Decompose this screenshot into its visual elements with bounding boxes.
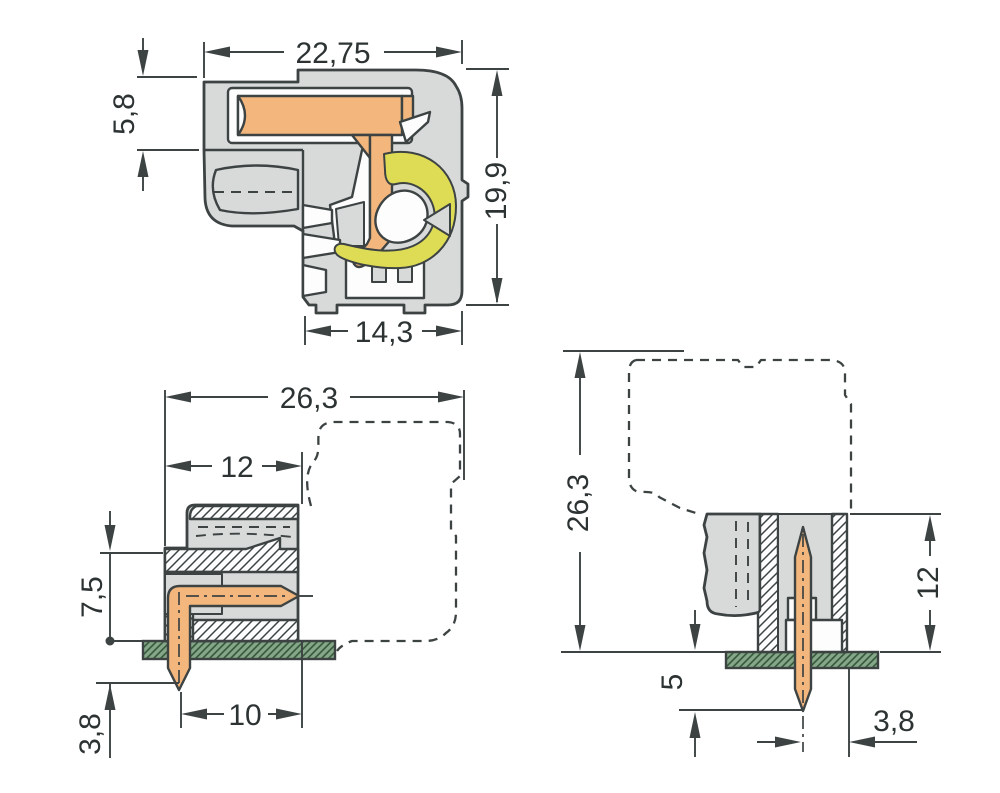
arrowhead <box>104 684 116 710</box>
dim-label: 19,9 <box>480 162 513 220</box>
arrowhead <box>775 736 801 748</box>
solder-pin <box>166 584 301 692</box>
extension-line <box>137 76 199 151</box>
arrowhead <box>137 151 149 177</box>
contact-split-notch <box>398 110 432 144</box>
dim-v2-pin-to-face: 10 <box>180 642 303 732</box>
extension-line <box>180 642 303 728</box>
dim-label: 3,8 <box>74 713 107 755</box>
arrowhead <box>137 50 149 76</box>
dim-v2-pin-below-pcb: 3,8 <box>74 682 179 758</box>
header-base-section <box>191 618 300 643</box>
dim-label: 26,3 <box>562 474 595 532</box>
latch-window-bottom <box>301 263 328 298</box>
arrowhead <box>436 46 462 58</box>
dim-label: 22,75 <box>295 37 370 70</box>
arrowhead <box>491 278 503 304</box>
dim-v3-pin-protrusion: 5 <box>656 610 802 757</box>
arrowhead <box>849 736 875 748</box>
conductor-bar <box>236 94 404 137</box>
view-front-on-pcb: 26,3 12 5 3,8 <box>561 350 945 757</box>
arrowhead <box>204 46 230 58</box>
dim-v3-total-height: 26,3 <box>562 352 595 651</box>
strain-relief-tongue <box>211 164 300 215</box>
dim-label: 14,3 <box>355 316 413 349</box>
dim-v3-pin-offset: 3,8 <box>757 668 917 757</box>
dim-label: 3,8 <box>873 705 915 738</box>
extension-line <box>466 68 509 306</box>
arrowhead <box>165 460 191 472</box>
arrowhead <box>574 625 586 651</box>
dim-label: 5,8 <box>108 93 141 135</box>
dim-v2-header-depth: 12 <box>165 451 303 504</box>
dim-label: 10 <box>228 699 261 732</box>
dim-v1-bottom-width: 14,3 <box>304 311 463 349</box>
spring-loop-opening <box>374 189 429 244</box>
arrowhead <box>491 70 503 96</box>
header-hidden-line <box>195 532 293 538</box>
wire-entry-funnel <box>236 94 247 137</box>
header-top-section <box>188 504 300 521</box>
dim-label: 12 <box>220 451 253 484</box>
mating-connector-dashed-outline <box>636 358 853 513</box>
dim-v2-height-above-pcb: 7,5 <box>76 511 163 646</box>
mating-connector-dashed-outline <box>306 420 462 652</box>
arrowhead <box>924 515 936 541</box>
arrowhead <box>305 325 331 337</box>
arrowhead <box>276 460 302 472</box>
header-hidden-line <box>735 521 749 607</box>
spring-notch-wedge <box>423 203 451 237</box>
latch-window-upper <box>301 203 334 230</box>
header-front-half <box>702 512 762 617</box>
arrowhead <box>438 391 464 403</box>
dim-v1-mouth: 5,8 <box>108 38 199 191</box>
arrowhead <box>574 352 586 378</box>
arrowhead <box>924 625 936 651</box>
view-side-on-pcb: 26,3 12 7,5 3,8 <box>74 382 465 758</box>
extension-line <box>304 311 463 345</box>
clamp-spring <box>333 150 457 270</box>
arrowhead <box>165 391 191 403</box>
arrowhead <box>104 525 116 551</box>
extension-line <box>164 390 465 546</box>
dim-label: 26,3 <box>280 382 338 415</box>
dim-label: 12 <box>912 566 945 599</box>
dim-label: 5 <box>656 674 689 691</box>
arrowhead <box>181 708 207 720</box>
dim-v1-height: 19,9 <box>466 68 513 306</box>
arrowhead <box>276 708 302 720</box>
mating-connector-dashed-outline <box>627 358 700 516</box>
dim-v2-total-depth: 26,3 <box>164 382 465 546</box>
arrowhead <box>689 624 701 650</box>
dim-v3-header-height: 12 <box>912 515 945 651</box>
dim-label: 7,5 <box>76 576 109 618</box>
view-angled-side-section: 22,75 5,8 19,9 14,3 <box>108 37 513 349</box>
arrowhead <box>436 325 462 337</box>
arrowhead <box>689 712 701 738</box>
dim-v1-width: 22,75 <box>203 37 463 78</box>
